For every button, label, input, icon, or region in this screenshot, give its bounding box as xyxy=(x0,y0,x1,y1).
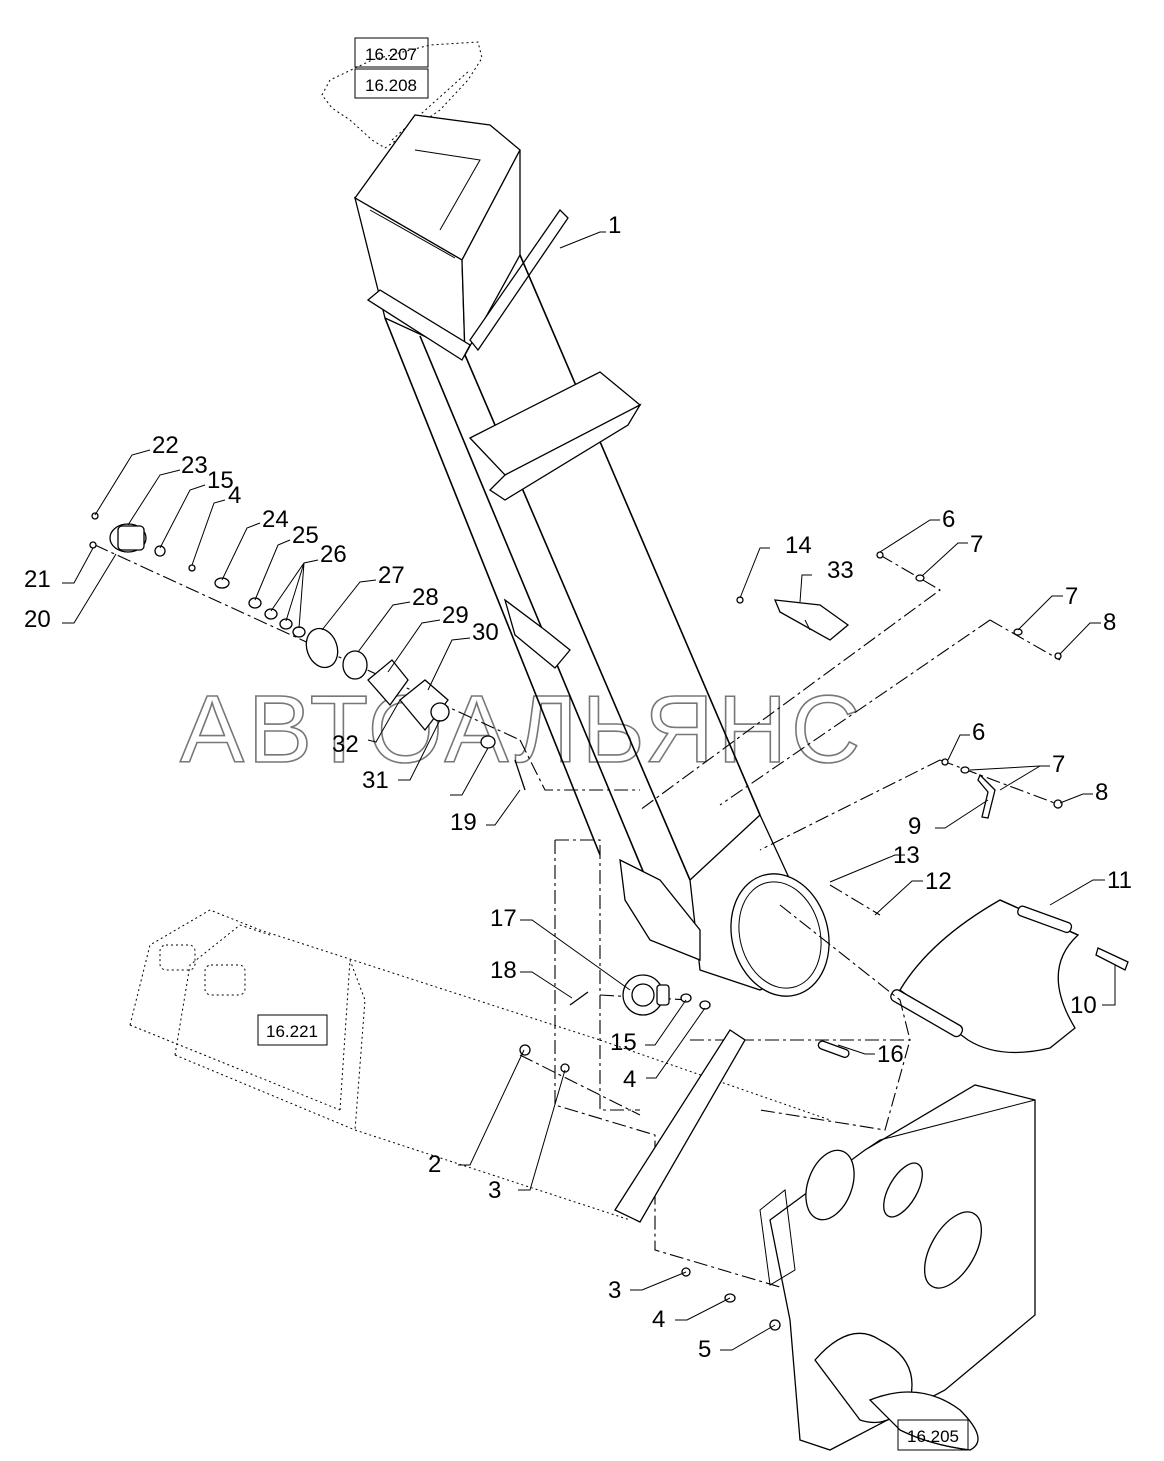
callout-20: 20 xyxy=(24,606,51,633)
callout-8: 8 xyxy=(1095,779,1108,806)
callout-23: 23 xyxy=(181,452,208,479)
ref-label: 16.205 xyxy=(907,1427,959,1446)
half-cover xyxy=(890,899,1129,1054)
callout-leaders xyxy=(62,231,1116,1351)
callout-12: 12 xyxy=(925,868,952,895)
callout-32: 32 xyxy=(332,731,359,758)
callout-15: 15 xyxy=(207,467,234,494)
callout-6: 6 xyxy=(972,719,985,746)
callout-16: 16 xyxy=(877,1041,904,1068)
ref-label: 16.221 xyxy=(266,1022,318,1041)
callout-6: 6 xyxy=(942,506,955,533)
callout-25: 25 xyxy=(292,522,319,549)
chute-hood-outline xyxy=(321,41,483,149)
callout-4: 4 xyxy=(228,482,241,509)
callout-17: 17 xyxy=(490,905,517,932)
reference-box-16-221: 16.221 xyxy=(257,1014,328,1046)
bearing-assembly xyxy=(89,512,640,791)
callout-28: 28 xyxy=(412,584,439,611)
callout-9: 9 xyxy=(908,813,921,840)
callout-3: 3 xyxy=(488,1177,501,1204)
right-hardware xyxy=(639,551,1063,916)
ref-label: 16.208 xyxy=(365,76,417,95)
reference-box-16-207: 16.207 xyxy=(354,37,429,68)
callout-7: 7 xyxy=(970,531,983,558)
watermark: АВТОАЛЬЯНС xyxy=(180,676,864,783)
callout-2: 2 xyxy=(428,1151,441,1178)
callout-29: 29 xyxy=(442,602,469,629)
callout-33: 33 xyxy=(827,557,854,584)
gearbox-housing xyxy=(681,1084,1036,1451)
reference-box-16-205: 16.205 xyxy=(897,1419,969,1451)
callout-21: 21 xyxy=(24,566,51,593)
callout-labels: 1 22 23 15 4 24 25 26 27 28 29 30 21 20 … xyxy=(24,212,1132,1363)
callout-26: 26 xyxy=(320,541,347,568)
unloading-chute xyxy=(353,114,830,997)
callout-4: 4 xyxy=(652,1306,665,1333)
callout-5: 5 xyxy=(698,1336,711,1363)
sprocket-and-bracket xyxy=(519,974,850,1223)
callout-4: 4 xyxy=(623,1066,636,1093)
callout-15: 15 xyxy=(610,1029,637,1056)
callout-14: 14 xyxy=(785,532,812,559)
callout-30: 30 xyxy=(472,619,499,646)
callout-3: 3 xyxy=(608,1277,621,1304)
callout-22: 22 xyxy=(152,432,179,459)
callout-10: 10 xyxy=(1070,992,1097,1019)
callout-7: 7 xyxy=(1052,751,1065,778)
callout-7: 7 xyxy=(1065,583,1078,610)
callout-11: 11 xyxy=(1107,867,1132,894)
callout-19: 19 xyxy=(450,809,477,836)
reference-box-16-208: 16.208 xyxy=(354,68,429,99)
callout-1: 1 xyxy=(608,212,621,239)
callout-13: 13 xyxy=(893,842,920,869)
callout-18: 18 xyxy=(490,957,517,984)
ref-label: 16.207 xyxy=(365,45,417,64)
callout-27: 27 xyxy=(378,562,405,589)
callout-24: 24 xyxy=(262,506,289,533)
callout-8: 8 xyxy=(1103,609,1116,636)
callout-31: 31 xyxy=(362,767,389,794)
